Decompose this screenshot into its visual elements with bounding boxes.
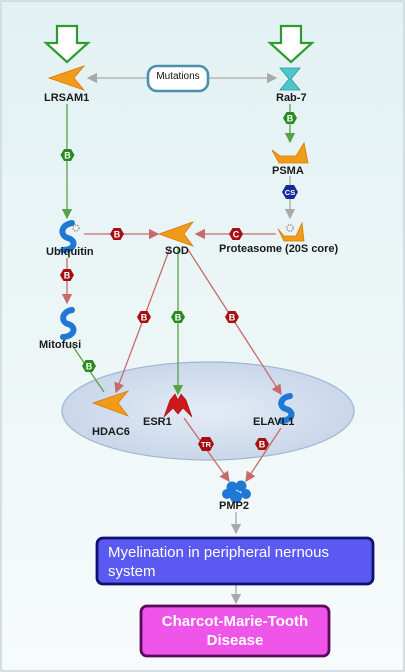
badge-label: B: [259, 440, 266, 450]
badge-psma-proteasome: CS: [282, 185, 298, 199]
badge-label: CS: [285, 188, 295, 197]
badge-elavl1-pmp2: B: [255, 438, 269, 450]
esr1-shape[interactable]: [163, 393, 193, 418]
badge-label: B: [64, 151, 71, 161]
badge-sod-esr1: B: [171, 311, 185, 323]
mitofusi-label: Mitofusi: [39, 339, 82, 351]
myelination-box[interactable]: [95, 536, 375, 586]
input-arrow-lrsam1: [43, 24, 91, 64]
hdac6-shape[interactable]: [91, 390, 130, 417]
mutations-label: Mutations: [156, 71, 200, 82]
rab7-label: Rab-7: [276, 92, 307, 104]
badge-label: B: [229, 313, 236, 323]
mutations-node[interactable]: [146, 64, 210, 93]
badge-label: TR: [201, 440, 212, 449]
disease-box[interactable]: [139, 604, 331, 658]
input-arrow-rab7: [267, 24, 315, 64]
lrsam1-label: LRSAM1: [44, 92, 90, 104]
badge-sod-elavl1: B: [225, 311, 239, 323]
edge-elavl1-pmp2: [245, 427, 282, 483]
badge-label: C: [233, 230, 240, 240]
myelination-label-line2: system: [108, 563, 156, 580]
disease-label-line1: Charcot-Marie-Tooth: [161, 613, 309, 630]
rab7-shape[interactable]: [279, 67, 301, 91]
badge-mitofusi-hdac6: B: [82, 360, 96, 372]
esr1-label: ESR1: [143, 416, 172, 428]
badge-sod-hdac6: B: [137, 311, 151, 323]
badge-ubiquitin-sod: B: [110, 228, 124, 240]
badge-label: B: [141, 313, 148, 323]
badge-label: B: [86, 362, 93, 372]
badge-lrsam1-ubiquitin: B: [60, 149, 75, 161]
elavl1-label: ELAVL1: [253, 416, 295, 428]
elavl1-shape[interactable]: [278, 393, 295, 424]
proteasome-shape[interactable]: [277, 221, 305, 242]
disease-label-line2: Disease: [206, 632, 264, 649]
badge-ubiquitin-mitofusi: B: [60, 269, 74, 281]
psma-shape[interactable]: [271, 141, 309, 164]
badge-esr1-pmp2: TR: [198, 437, 214, 451]
lrsam1-shape[interactable]: [47, 65, 86, 91]
mitofusi-shape[interactable]: [60, 307, 77, 340]
sod-shape[interactable]: [157, 221, 195, 247]
badge-label: B: [114, 230, 121, 240]
hdac6-label: HDAC6: [92, 426, 130, 438]
pmp2-shape[interactable]: [222, 480, 251, 504]
sod-label: SOD: [165, 245, 189, 257]
proteasome-gear-icon: [286, 224, 294, 232]
badge-label: B: [64, 271, 71, 281]
psma-label: PSMA: [272, 165, 304, 177]
badge-proteasome-sod: C: [229, 228, 243, 240]
ubiquitin-shape[interactable]: [59, 220, 77, 253]
pmp2-label: PMP2: [219, 500, 249, 512]
myelination-label-line1: Myelination in peripheral nernous: [108, 544, 329, 561]
proteasome-label: Proteasome (20S core): [219, 243, 339, 255]
ubiquitin-gear-icon: [72, 224, 80, 232]
badge-label: B: [175, 313, 182, 323]
ubiquitin-label: Ubiquitin: [46, 246, 94, 258]
badge-label: B: [287, 114, 294, 124]
badge-rab7-psma: B: [283, 112, 297, 124]
